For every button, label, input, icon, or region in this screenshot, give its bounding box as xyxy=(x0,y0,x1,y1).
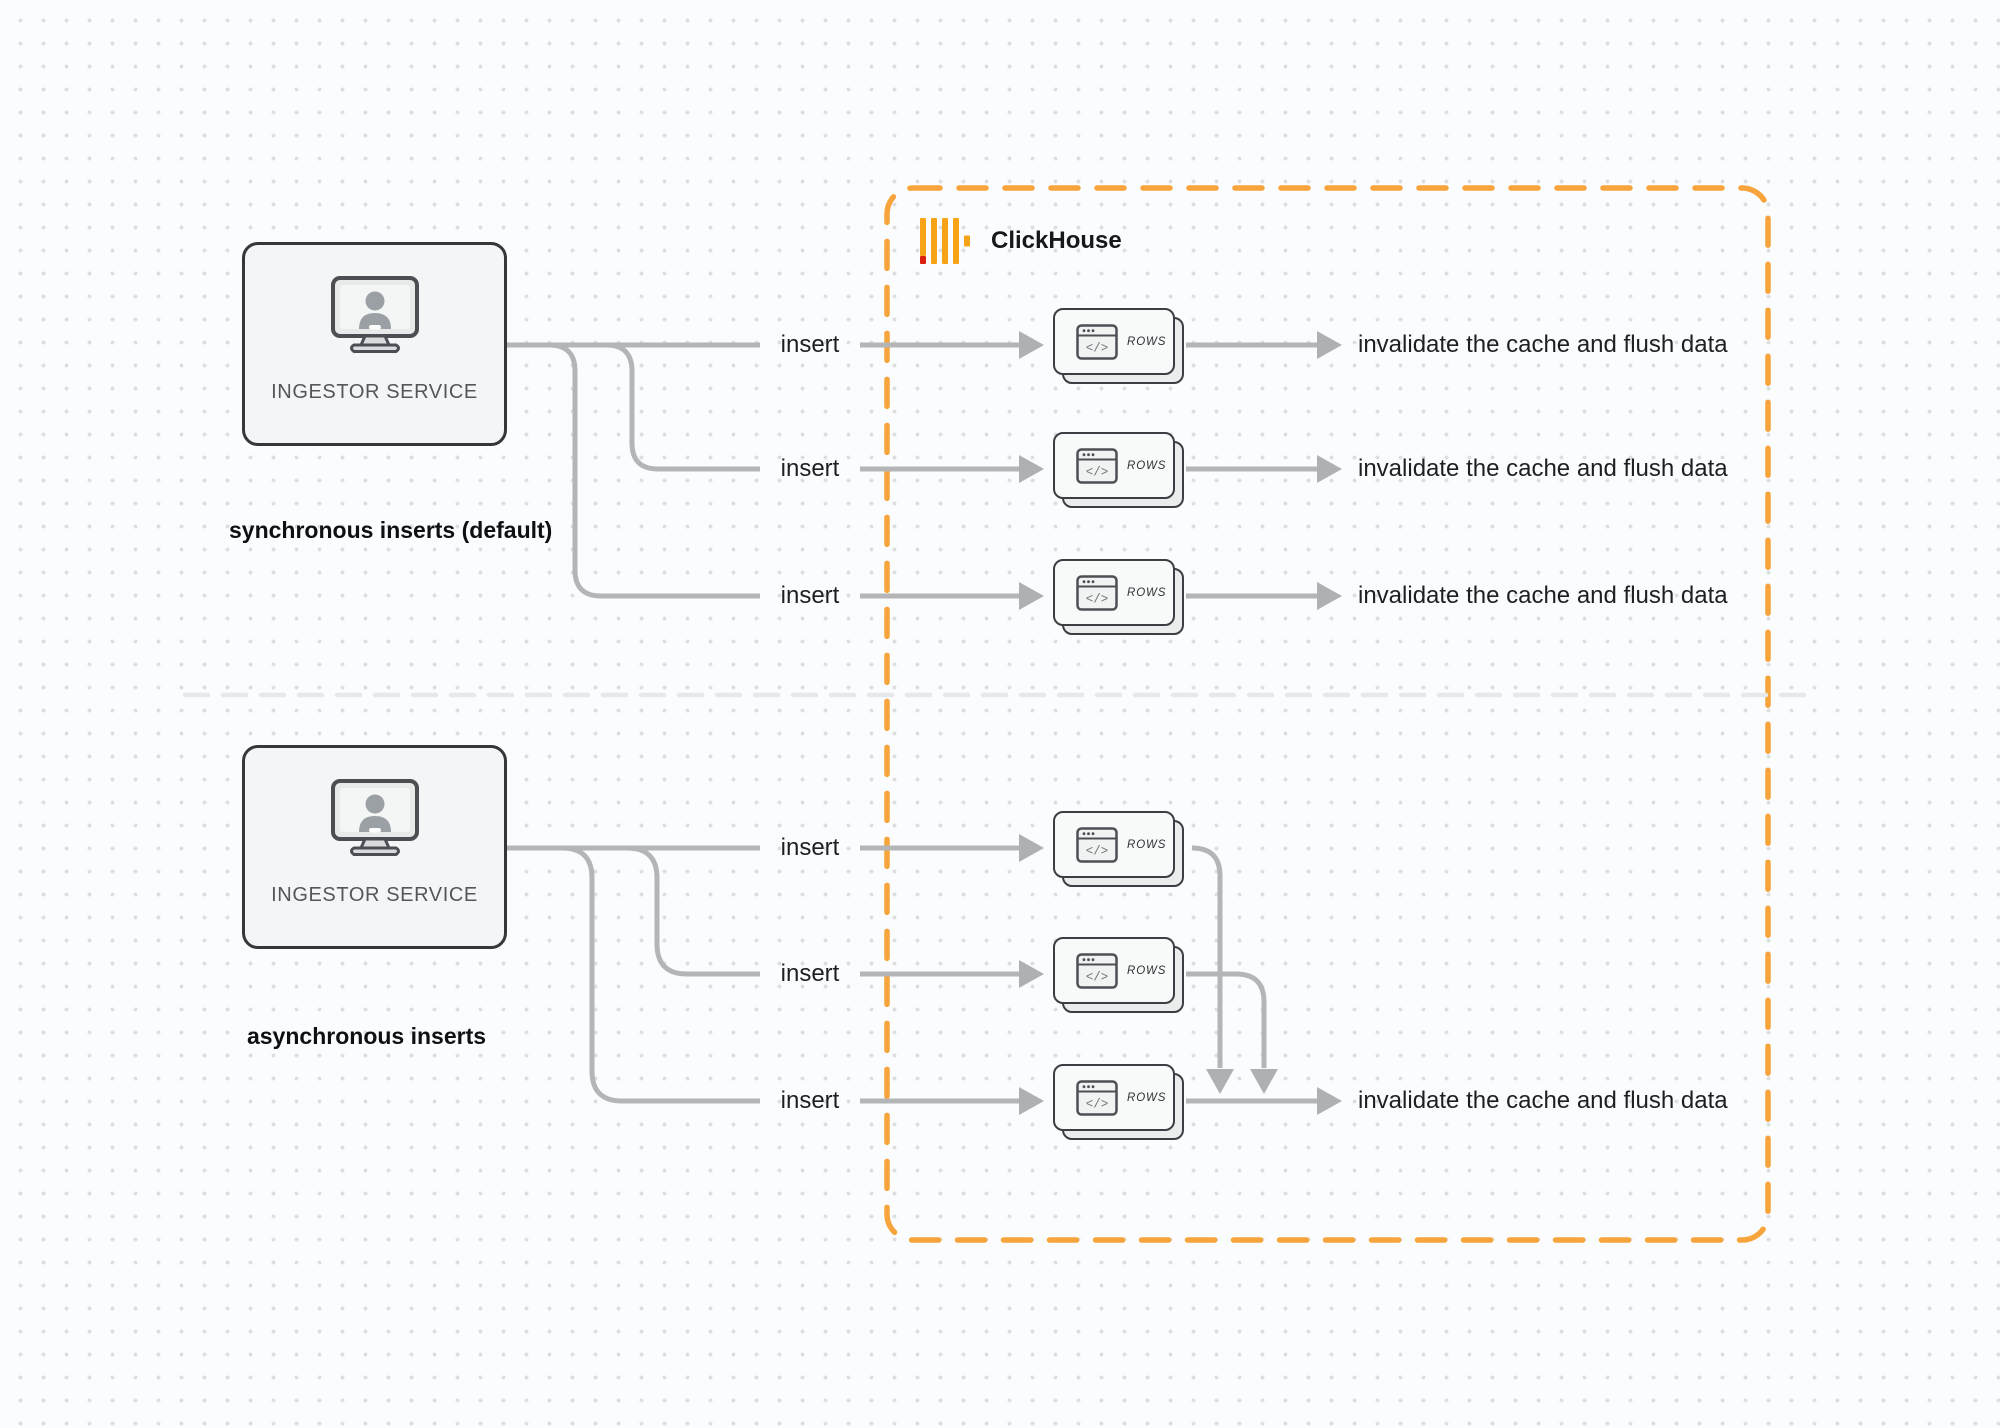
rows-card-sync-1: </> ROWS xyxy=(1053,308,1184,384)
card-front: </> ROWS xyxy=(1053,1064,1175,1131)
result-label-async: invalidate the cache and flush data xyxy=(1358,1087,1728,1114)
code-glyph: </> xyxy=(1086,970,1109,984)
service-label: INGESTOR SERVICE xyxy=(271,381,478,403)
code-window-icon: </> xyxy=(1076,952,1118,989)
code-glyph: </> xyxy=(1086,592,1109,606)
card-front: </> ROWS xyxy=(1053,811,1175,878)
insert-label-async-1: insert xyxy=(780,834,840,861)
rows-label: ROWS xyxy=(1127,586,1167,599)
sync-caption: synchronous inserts (default) xyxy=(229,517,553,543)
monitor-user-icon xyxy=(330,779,419,856)
insert-label-async-3: insert xyxy=(780,1087,840,1114)
wire-arrowheads xyxy=(1019,331,1342,1115)
card-front: </> ROWS xyxy=(1053,559,1175,626)
service-label: INGESTOR SERVICE xyxy=(271,884,478,906)
rows-label: ROWS xyxy=(1127,459,1167,472)
rows-label: ROWS xyxy=(1127,335,1167,348)
card-front: </> ROWS xyxy=(1053,308,1175,375)
rows-card-sync-2: </> ROWS xyxy=(1053,432,1184,508)
code-window-icon: </> xyxy=(1076,447,1118,484)
rows-card-async-1: </> ROWS xyxy=(1053,811,1184,887)
ingestor-service-box-async: INGESTOR SERVICE xyxy=(242,745,507,949)
code-window-icon: </> xyxy=(1076,574,1118,611)
ingestor-service-box-sync: INGESTOR SERVICE xyxy=(242,242,507,446)
card-front: </> ROWS xyxy=(1053,432,1175,499)
code-glyph: </> xyxy=(1086,465,1109,479)
clickhouse-boundary xyxy=(884,185,1771,1243)
clickhouse-header: ClickHouse xyxy=(920,215,1122,267)
rows-card-async-3: </> ROWS xyxy=(1053,1064,1184,1140)
insert-label-sync-3: insert xyxy=(780,582,840,609)
code-window-icon: </> xyxy=(1076,323,1118,360)
code-glyph: </> xyxy=(1086,1097,1109,1111)
rows-card-sync-3: </> ROWS xyxy=(1053,559,1184,635)
clickhouse-title: ClickHouse xyxy=(991,227,1122,254)
code-window-icon: </> xyxy=(1076,826,1118,863)
code-window-icon: </> xyxy=(1076,1079,1118,1116)
rows-label: ROWS xyxy=(1127,1091,1167,1104)
insert-label-async-2: insert xyxy=(780,960,840,987)
result-label-sync-3: invalidate the cache and flush data xyxy=(1358,582,1728,609)
result-label-sync-1: invalidate the cache and flush data xyxy=(1358,331,1728,358)
code-glyph: </> xyxy=(1086,844,1109,858)
async-caption: asynchronous inserts xyxy=(247,1023,487,1049)
monitor-user-icon xyxy=(330,276,419,353)
rows-card-async-2: </> ROWS xyxy=(1053,937,1184,1013)
wire-paths xyxy=(507,342,1318,1104)
result-label-sync-2: invalidate the cache and flush data xyxy=(1358,455,1728,482)
clickhouse-logo-icon xyxy=(920,218,970,264)
rows-label: ROWS xyxy=(1127,838,1167,851)
code-glyph: </> xyxy=(1086,341,1109,355)
rows-label: ROWS xyxy=(1127,964,1167,977)
insert-label-sync-2: insert xyxy=(780,455,840,482)
card-front: </> ROWS xyxy=(1053,937,1175,1004)
insert-label-sync-1: insert xyxy=(780,331,840,358)
